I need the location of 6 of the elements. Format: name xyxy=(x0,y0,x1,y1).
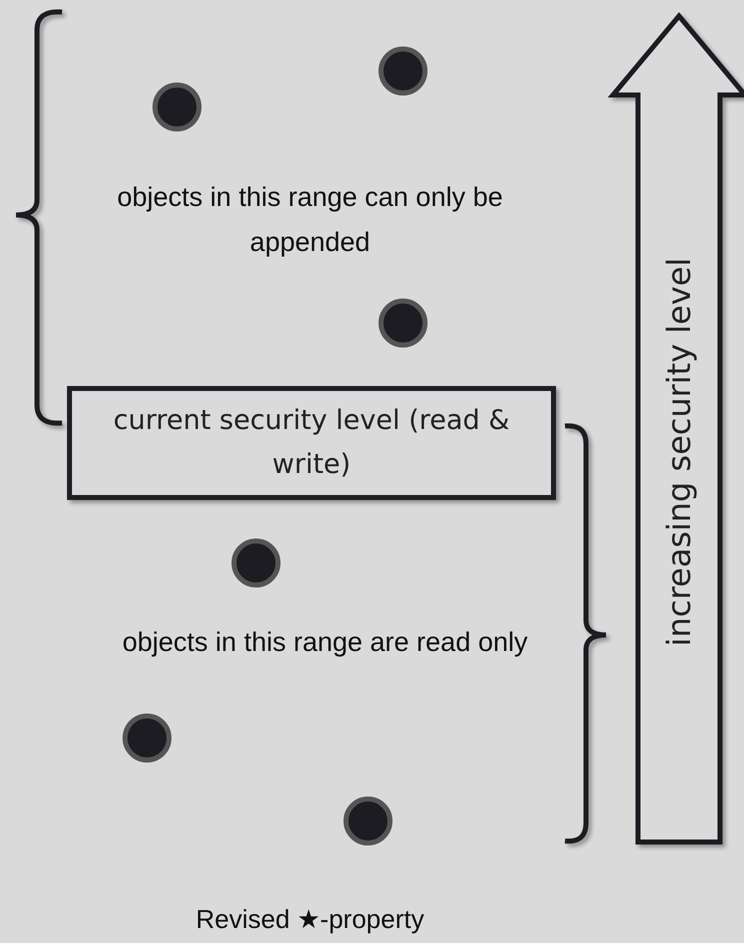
caption: Revised ★-property xyxy=(194,903,426,936)
range-note: objects in this range can only be appended xyxy=(116,181,504,259)
range-note: objects in this range are read only xyxy=(121,626,529,659)
box-label: current security level (read & write) xyxy=(112,404,511,482)
arrow-label: increasing security level xyxy=(659,258,699,646)
level-box xyxy=(67,386,556,500)
